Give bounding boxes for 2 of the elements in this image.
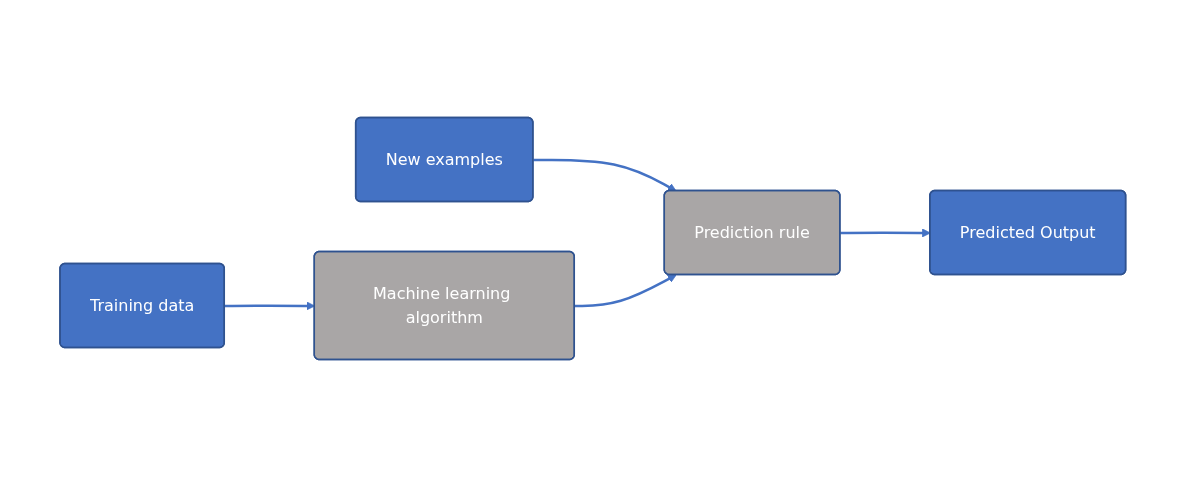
arrow <box>574 274 677 308</box>
arrow <box>533 158 677 192</box>
